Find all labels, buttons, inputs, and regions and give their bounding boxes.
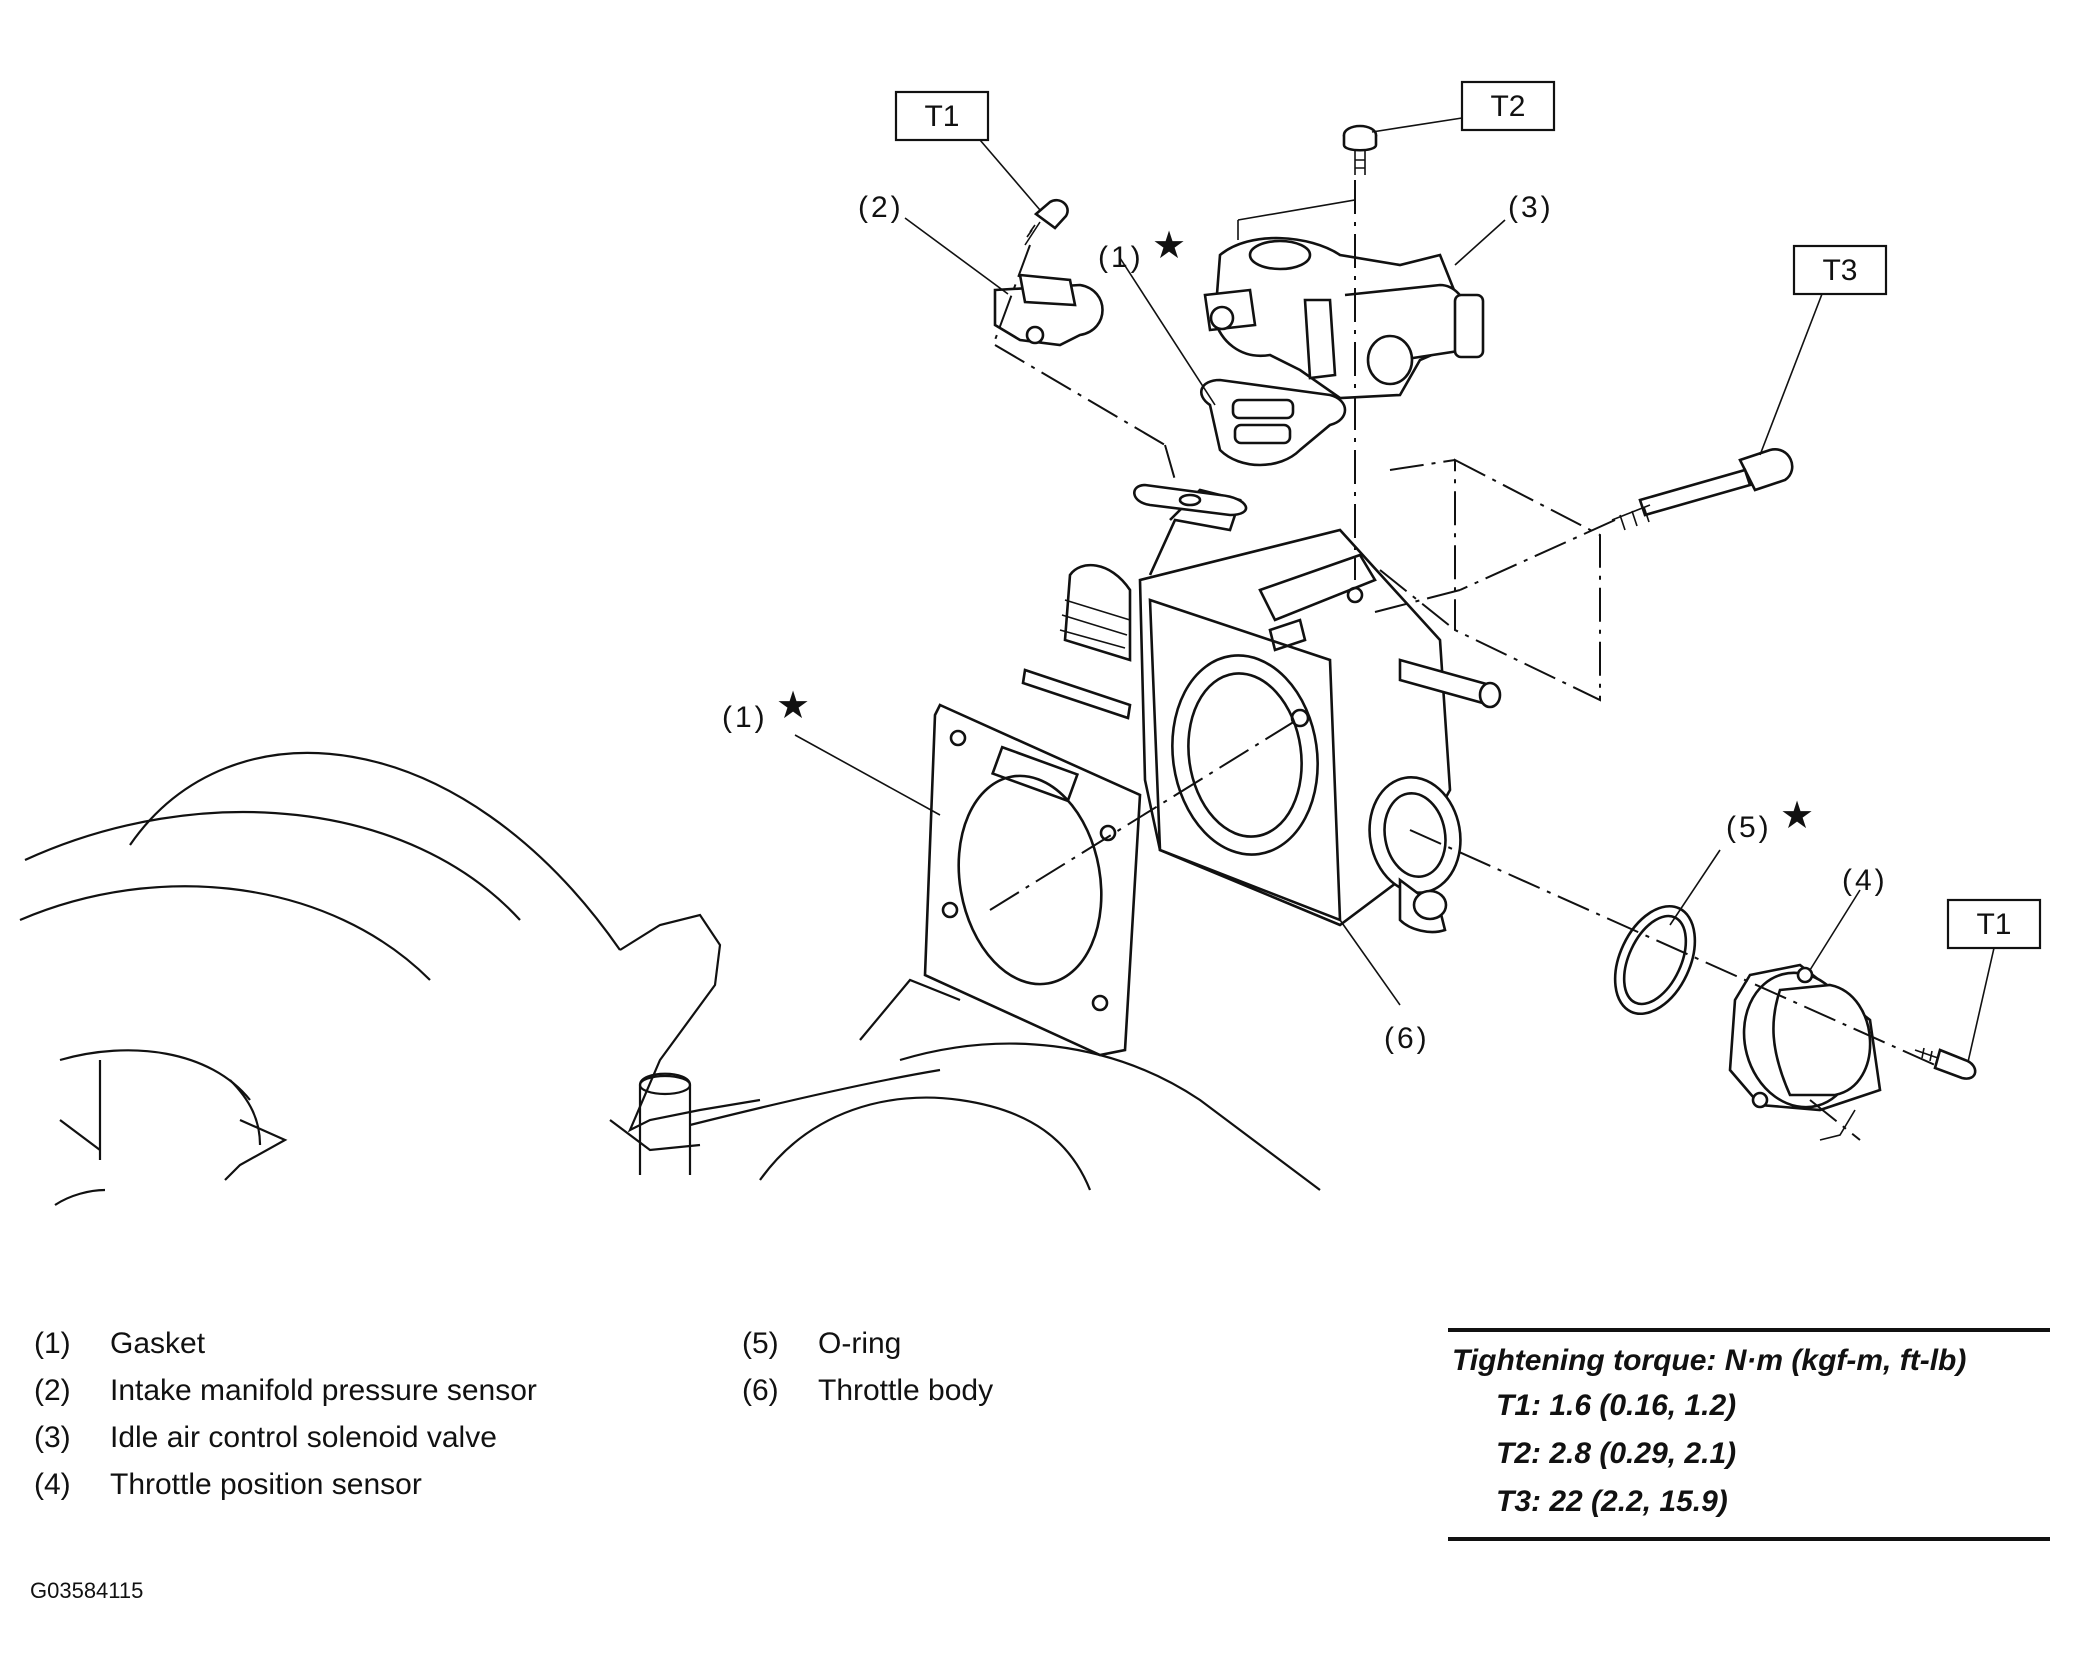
throttle-body <box>1021 488 1502 934</box>
throttle-position-sensor <box>1728 963 1882 1141</box>
callout-5: (5) <box>1726 811 1772 844</box>
legend-number: (4) <box>34 1468 71 1501</box>
idle-air-control-valve <box>1203 236 1485 400</box>
legend-right: (5) O-ring (6) Throttle body <box>742 1320 993 1414</box>
exploded-diagram: T1 T2 T3 T1 (2) (1) ★ (3) (1) ★ (5) ★ (4… <box>19 80 2042 1206</box>
legend-label: Throttle position sensor <box>110 1468 422 1501</box>
legend-item: (5) O-ring <box>742 1320 993 1367</box>
label-box-t1-right: T1 <box>1946 898 2042 950</box>
callout-4: (4) <box>1842 864 1888 897</box>
star-icon-1-left: ★ <box>776 685 810 727</box>
legend-label: Idle air control solenoid valve <box>110 1421 497 1454</box>
svg-text:T3: T3 <box>1822 254 1857 287</box>
bolt-t1-right <box>1914 1047 1977 1080</box>
torque-row-t3: T3: 22 (2.2, 15.9) <box>1496 1485 1728 1518</box>
legend-label: O-ring <box>818 1327 902 1360</box>
legend-item: (4) Throttle position sensor <box>34 1461 537 1508</box>
torque-header: Tightening torque: N·m (kgf-m, ft-lb) <box>1452 1344 1967 1377</box>
callout-1-top: (1) <box>1098 241 1144 274</box>
callout-3: (3) <box>1508 191 1554 224</box>
legend-item: (1) Gasket <box>34 1320 537 1367</box>
intake-manifold <box>19 751 1321 1206</box>
legend-number: (3) <box>34 1421 71 1454</box>
callout-6: (6) <box>1384 1022 1430 1055</box>
label-box-t2: T2 <box>1460 80 1556 132</box>
legend-number: (5) <box>742 1327 779 1360</box>
pressure-sensor <box>993 273 1104 347</box>
svg-text:T1: T1 <box>1976 908 2011 941</box>
star-icon-1-top: ★ <box>1152 225 1186 267</box>
iac-gasket <box>1133 378 1347 517</box>
legend-left: (1) Gasket (2) Intake manifold pressure … <box>34 1320 537 1508</box>
torque-row-t2: T2: 2.8 (0.29, 2.1) <box>1496 1437 1737 1470</box>
svg-text:T2: T2 <box>1490 90 1525 123</box>
callout-1-left: (1) <box>722 701 768 734</box>
throttle-gasket <box>923 703 1142 1057</box>
label-box-t1-top: T1 <box>894 90 990 142</box>
bolt-t1-top <box>1024 198 1069 246</box>
legend-number: (1) <box>34 1327 71 1360</box>
legend-label: Intake manifold pressure sensor <box>110 1374 537 1407</box>
legend-item: (2) Intake manifold pressure sensor <box>34 1367 537 1414</box>
callout-2: (2) <box>858 191 904 224</box>
legend-number: (2) <box>34 1374 71 1407</box>
bolt-t2 <box>1342 124 1378 175</box>
legend-item: (6) Throttle body <box>742 1367 993 1414</box>
o-ring <box>1613 904 1697 1016</box>
torque-spec-box: Tightening torque: N·m (kgf-m, ft-lb) T1… <box>1448 1328 2050 1541</box>
bolt-t3 <box>1611 448 1794 531</box>
star-icon-5: ★ <box>1780 795 1814 837</box>
torque-row-t1: T1: 1.6 (0.16, 1.2) <box>1496 1389 1737 1422</box>
legend-label: Throttle body <box>818 1374 994 1407</box>
legend-item: (3) Idle air control solenoid valve <box>34 1414 537 1461</box>
legend-label: Gasket <box>110 1327 206 1360</box>
svg-text:T1: T1 <box>924 100 959 133</box>
label-box-t3: T3 <box>1792 244 1888 296</box>
legend-number: (6) <box>742 1374 779 1407</box>
figure-id: G03584115 <box>30 1578 144 1603</box>
